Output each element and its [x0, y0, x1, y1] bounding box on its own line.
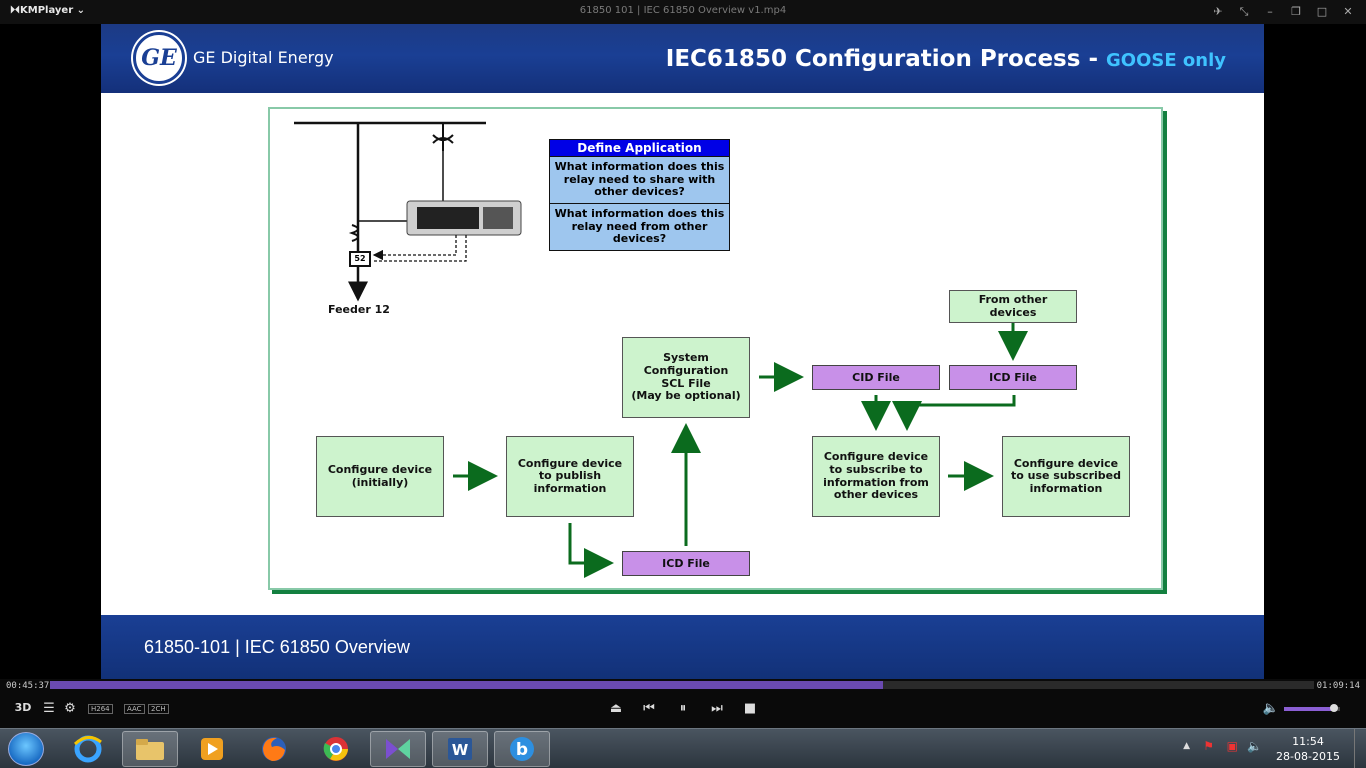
start-button[interactable]	[8, 732, 44, 766]
volume-slider[interactable]	[1284, 704, 1340, 712]
codec-badge-channels: 2CH	[148, 704, 169, 714]
app-name: KMPlayer	[20, 5, 74, 16]
diagram-panel: 52 Feeder 12 Define Application What inf…	[268, 107, 1163, 590]
word-icon[interactable]: W	[432, 731, 488, 767]
relay-screen	[417, 207, 479, 229]
codec-badge-video: H264	[88, 704, 113, 714]
box-icd-file-right: ICD File	[949, 365, 1077, 390]
svg-text:W: W	[452, 741, 469, 759]
compact-mode-icon[interactable]: ⤡	[1239, 5, 1249, 18]
svg-text:b: b	[516, 740, 528, 760]
ge-logo-icon: GE	[133, 32, 185, 84]
maximize-button[interactable]: □	[1316, 5, 1328, 18]
box-from-other-devices: From other devices	[949, 290, 1077, 323]
next-icon[interactable]: ⏭	[711, 701, 723, 716]
vt-symbol	[432, 134, 454, 144]
define-application-header: Define Application	[550, 140, 729, 156]
b-glyph: b	[510, 737, 534, 761]
action-center-flag-icon[interactable]: ⚑	[1203, 739, 1214, 753]
folder-glyph	[136, 739, 164, 760]
box-icd-file-bottom: ICD File	[622, 551, 750, 576]
box-configure-use: Configure device to use subscribed infor…	[1002, 436, 1130, 517]
seek-progress	[50, 681, 883, 689]
browser-b-icon[interactable]: b	[494, 731, 550, 767]
kmplayer-logo-icon: ⏵⏴	[10, 5, 20, 16]
question-share: What information does this relay need to…	[550, 156, 729, 203]
feeder-label: Feeder 12	[328, 303, 390, 316]
clock-time: 11:54	[1292, 735, 1324, 748]
pin-icon[interactable]: ✈	[1213, 5, 1223, 18]
box-configure-publish: Configure device to publish information	[506, 436, 634, 517]
pause-icon[interactable]: ⏸	[679, 701, 687, 716]
ie-glyph	[73, 735, 102, 763]
media-glyph	[201, 738, 223, 760]
question-need: What information does this relay need fr…	[550, 203, 729, 250]
slide-title-highlight: GOOSE only	[1106, 50, 1226, 71]
breaker-52: 52	[349, 251, 371, 267]
kmplayer-icon[interactable]	[370, 731, 426, 767]
firefox-icon[interactable]	[246, 731, 302, 767]
diagram-lines	[294, 121, 1028, 578]
volume-speaker-icon[interactable]: 🔈	[1262, 701, 1280, 716]
chrome-glyph	[323, 737, 348, 761]
media-center-icon[interactable]	[184, 731, 240, 767]
firefox-glyph	[262, 737, 286, 761]
trip-signal-line	[374, 235, 467, 262]
title-bar: ⏵⏴KMPlayer ⌄ 61850 101 | IEC 61850 Overv…	[0, 0, 1366, 24]
presentation-slide: GE GE Digital Energy IEC61850 Configurat…	[101, 24, 1264, 679]
seek-bar[interactable]	[50, 681, 1314, 689]
relay-keypad	[483, 207, 513, 229]
network-error-icon[interactable]: ▣	[1226, 739, 1238, 753]
window-controls: ✈ ⤡ – ❐ □ ✕	[1208, 3, 1358, 21]
brand-name: GE Digital Energy	[193, 48, 334, 67]
box-configure-subscribe: Configure device to subscribe to informa…	[812, 436, 940, 517]
settings-gear-icon[interactable]: ⚙	[64, 701, 76, 716]
previous-icon[interactable]: ⏮	[643, 701, 655, 716]
slide-title: IEC61850 Configuration Process - GOOSE o…	[666, 46, 1226, 72]
ie-icon[interactable]	[60, 731, 116, 767]
windows-taskbar: W b ▲ ⚑ ▣ 🔈 11:54 28-08-2015	[0, 728, 1366, 768]
volume-level	[1284, 707, 1335, 711]
minimize-button[interactable]: –	[1267, 5, 1273, 18]
footer-text: 61850-101 | IEC 61850 Overview	[144, 637, 410, 657]
clock-date: 28-08-2015	[1276, 750, 1340, 763]
codec-badge-audio: AAC	[124, 704, 145, 714]
ct-symbol	[348, 224, 359, 242]
current-time: 00:45:37	[6, 681, 50, 691]
arrow-icd-to-subscribe	[892, 395, 1016, 431]
app-menu-button[interactable]: ⏵⏴KMPlayer ⌄	[10, 5, 85, 16]
show-desktop-button[interactable]	[1354, 729, 1366, 768]
taskbar-clock[interactable]: 11:54 28-08-2015	[1276, 734, 1340, 764]
ge-logo-text: GE	[141, 45, 177, 71]
word-glyph: W	[448, 738, 472, 760]
window-title: 61850 101 | IEC 61850 Overview v1.mp4	[579, 5, 787, 16]
speaker-tray-icon[interactable]: 🔈	[1247, 739, 1262, 753]
duration: 01:09:14	[1316, 681, 1360, 691]
playlist-icon[interactable]: ☰	[43, 701, 55, 716]
chevron-down-icon: ⌄	[73, 5, 86, 16]
3d-mode-button[interactable]: 3D	[14, 701, 32, 714]
status-signal-line	[372, 235, 457, 261]
video-area[interactable]: GE GE Digital Energy IEC61850 Configurat…	[0, 24, 1366, 679]
slide-title-main: IEC61850 Configuration Process -	[665, 46, 1106, 72]
restore-button[interactable]: ❐	[1291, 5, 1301, 18]
box-configure-initial: Configure device (initially)	[316, 436, 444, 517]
kmplayer-glyph	[386, 739, 410, 759]
slide-footer: 61850-101 | IEC 61850 Overview	[101, 615, 1264, 679]
volume-knob[interactable]	[1330, 704, 1339, 712]
box-scl-file: System Configuration SCL File (May be op…	[622, 337, 750, 418]
slide-header: GE GE Digital Energy IEC61850 Configurat…	[101, 24, 1264, 93]
player-controls: 00:45:37 01:09:14 3D ☰ ⚙ H264 AAC 2CH ⏏ …	[0, 679, 1366, 728]
arrow-publish-to-icd	[568, 523, 614, 578]
eject-icon[interactable]: ⏏	[609, 701, 623, 716]
stop-icon[interactable]: ■	[743, 701, 757, 716]
tray-expand-icon[interactable]: ▲	[1183, 741, 1190, 751]
explorer-icon[interactable]	[122, 731, 178, 767]
chrome-icon[interactable]	[308, 731, 364, 767]
close-button[interactable]: ✕	[1343, 5, 1353, 18]
box-cid-file: CID File	[812, 365, 940, 390]
define-application-box: Define Application What information does…	[549, 139, 730, 251]
